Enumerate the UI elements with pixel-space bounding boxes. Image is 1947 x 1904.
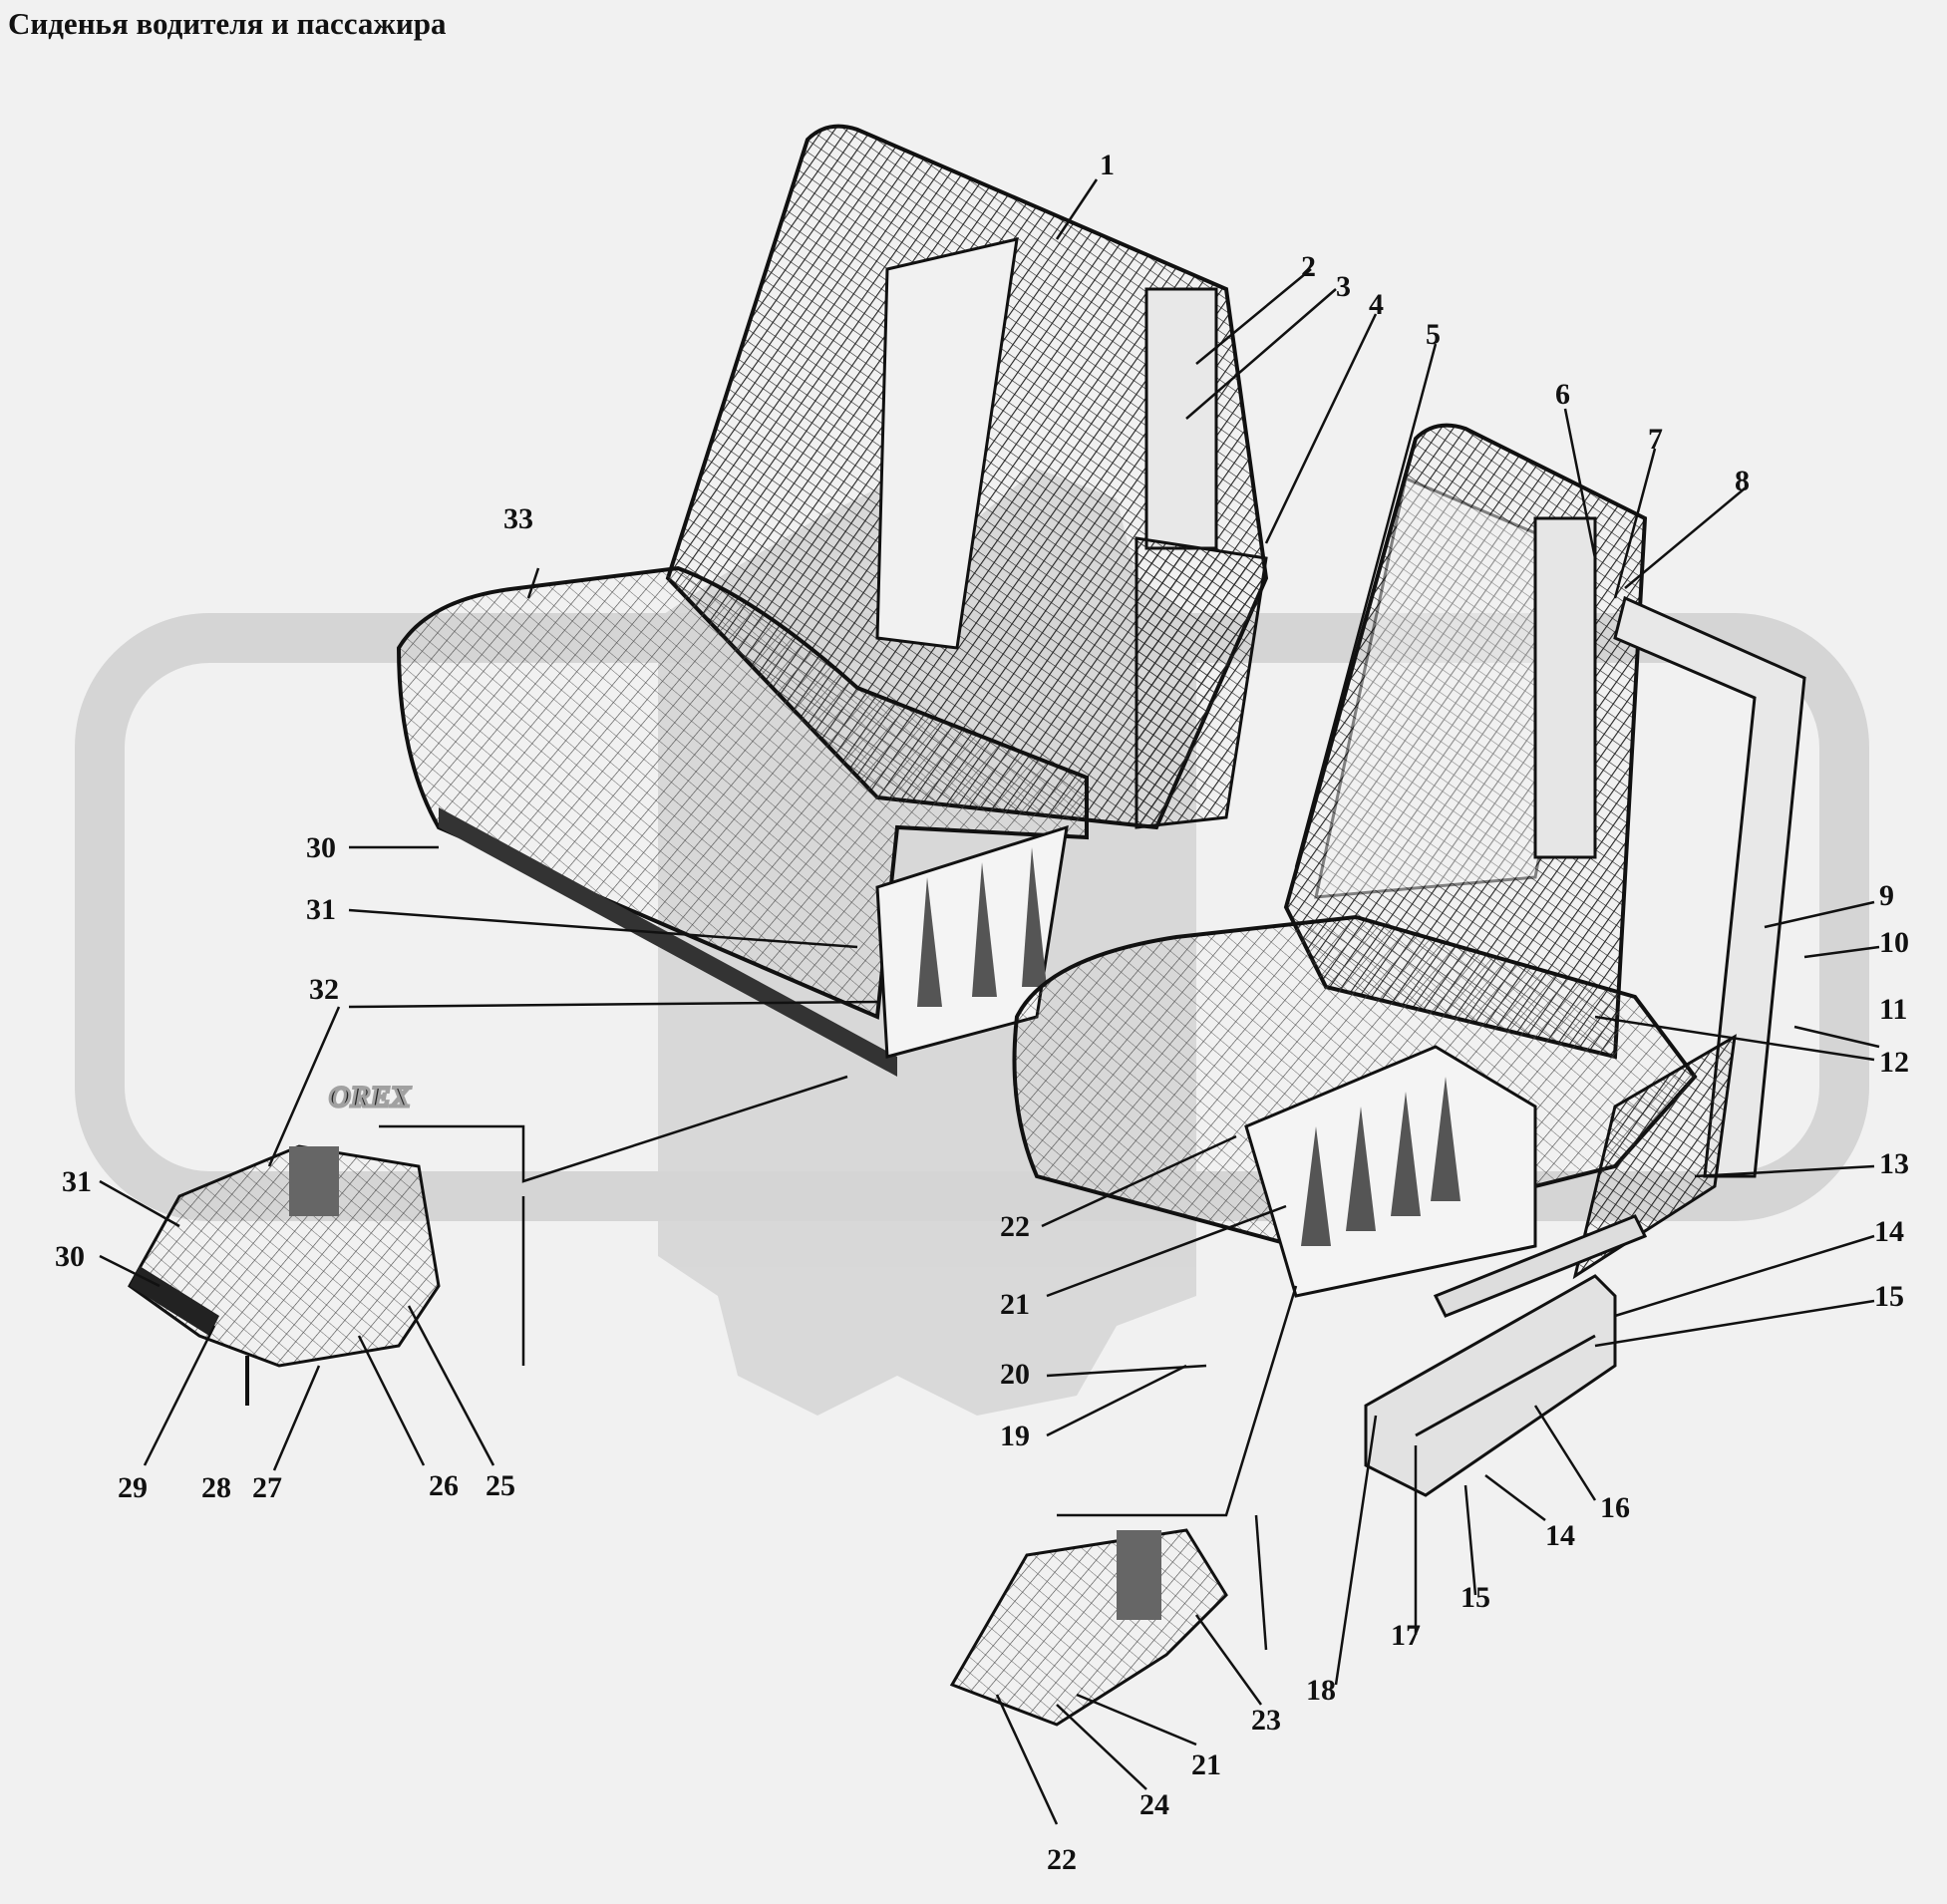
- callout-25: 25: [486, 1469, 515, 1502]
- callout-29: 29: [118, 1471, 148, 1504]
- callout-14b: 14: [1545, 1519, 1575, 1552]
- callout-7: 7: [1648, 423, 1663, 456]
- callout-16: 16: [1600, 1491, 1630, 1524]
- right-spring-2: [1346, 1107, 1376, 1231]
- left-backrest-panel-divider: [875, 237, 1019, 650]
- callout-13: 13: [1879, 1147, 1909, 1180]
- callout-33: 33: [503, 502, 533, 535]
- callout-22b: 22: [1047, 1843, 1077, 1876]
- left-seat-cushion: [396, 565, 1089, 1020]
- left-inset-spring: [289, 1146, 339, 1216]
- callout-30b: 30: [306, 831, 336, 864]
- watermark-text: OREX: [329, 1081, 412, 1113]
- callout-8: 8: [1735, 465, 1750, 497]
- callout-21a: 21: [1000, 1288, 1030, 1321]
- left-cushion-edge: [439, 807, 897, 1077]
- bottom-detail-inset: [949, 1528, 1228, 1727]
- right-recline-bracket: [1533, 516, 1597, 859]
- callout-30a: 30: [55, 1240, 85, 1273]
- left-armrest-bracket: [1144, 287, 1218, 550]
- callout-labels: 1 2 3 4 5 6 7 8 9 10 11 12 13 14 15 16 1…: [55, 149, 1909, 1876]
- callout-15a: 15: [1874, 1280, 1904, 1313]
- slide-rail-groove: [1415, 1334, 1596, 1437]
- right-adjust-bar: [1433, 1214, 1648, 1318]
- callout-11: 11: [1879, 993, 1907, 1026]
- callout-21b: 21: [1191, 1748, 1221, 1781]
- callout-5: 5: [1426, 318, 1441, 351]
- left-armrest: [1135, 536, 1268, 829]
- callout-24: 24: [1139, 1788, 1169, 1821]
- right-backrest-panel: [1314, 476, 1597, 899]
- left-double-seat: [396, 124, 1269, 1077]
- callout-10: 10: [1879, 926, 1909, 959]
- callout-18: 18: [1306, 1674, 1336, 1707]
- bottom-inset-cushion: [949, 1528, 1228, 1727]
- callout-22a: 22: [1000, 1210, 1030, 1243]
- callout-12: 12: [1879, 1046, 1909, 1079]
- right-spring-1: [1301, 1126, 1331, 1246]
- callout-6: 6: [1555, 378, 1570, 411]
- right-spring-3: [1391, 1092, 1421, 1216]
- diagram-title: Сиденья водителя и пассажира: [8, 6, 447, 41]
- callout-leader-lines: [99, 178, 1880, 1825]
- left-spring-1: [917, 877, 942, 1007]
- left-spring-3: [1022, 847, 1047, 987]
- callout-27: 27: [252, 1471, 282, 1504]
- callout-31b: 31: [306, 893, 336, 926]
- callout-4: 4: [1369, 288, 1384, 321]
- callout-19: 19: [1000, 1420, 1030, 1452]
- callout-9: 9: [1879, 879, 1894, 912]
- seat-slide-rail: [1364, 1274, 1617, 1497]
- callout-1: 1: [1100, 149, 1115, 181]
- right-side-trim: [1572, 1034, 1737, 1280]
- slide-rail-body: [1364, 1274, 1617, 1497]
- callout-26: 26: [429, 1469, 459, 1502]
- callout-31a: 31: [62, 1165, 92, 1198]
- callout-14a: 14: [1874, 1215, 1904, 1248]
- right-single-seat: [1012, 423, 1806, 1318]
- bottom-inset-spring: [1117, 1530, 1161, 1620]
- right-spring-4: [1431, 1077, 1460, 1201]
- callout-3: 3: [1336, 270, 1351, 303]
- callout-23: 23: [1251, 1704, 1281, 1737]
- callout-17: 17: [1391, 1619, 1421, 1652]
- callout-28: 28: [201, 1471, 231, 1504]
- callout-15b: 15: [1460, 1581, 1490, 1614]
- callout-20: 20: [1000, 1358, 1030, 1391]
- left-spring-2: [972, 862, 997, 997]
- callout-2: 2: [1301, 250, 1316, 283]
- callout-32: 32: [309, 973, 339, 1006]
